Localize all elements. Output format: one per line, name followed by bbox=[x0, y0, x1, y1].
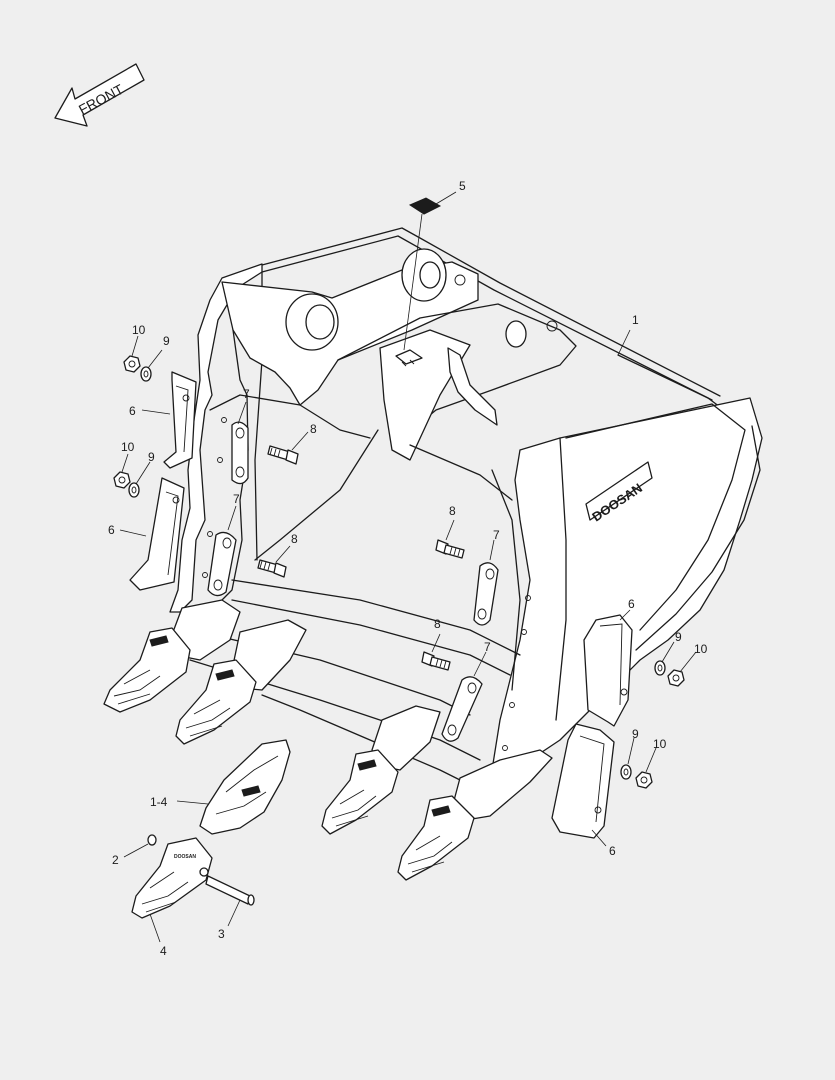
callout-8: 8 bbox=[434, 617, 441, 631]
callouts: 1 5 10 9 6 7 8 10 9 6 7 8 8 7 6 9 10 8 7… bbox=[108, 179, 708, 958]
callout-9: 9 bbox=[632, 727, 639, 741]
callout-9: 9 bbox=[148, 450, 155, 464]
front-arrow: FRONT bbox=[54, 63, 145, 127]
link-plate-lower-left bbox=[207, 531, 237, 597]
tooth-2 bbox=[175, 619, 307, 745]
callout-10: 10 bbox=[653, 737, 667, 751]
nut-lower-right bbox=[635, 771, 653, 789]
link-plate-upper-left bbox=[231, 421, 249, 485]
adapter-exploded bbox=[199, 739, 291, 835]
bolt-lower-right bbox=[421, 651, 451, 671]
callout-8: 8 bbox=[291, 532, 298, 546]
link-plate-upper-right bbox=[473, 562, 499, 626]
side-cutter-lower-left bbox=[129, 477, 185, 591]
tooth-point-exploded: DOOSAN bbox=[131, 837, 213, 919]
callout-7: 7 bbox=[484, 640, 491, 654]
nut-upper-left bbox=[123, 355, 141, 373]
nut-upper-right bbox=[667, 669, 685, 687]
washer-upper-right bbox=[654, 660, 666, 676]
callout-2: 2 bbox=[112, 853, 119, 867]
callout-10: 10 bbox=[121, 440, 135, 454]
callout-7: 7 bbox=[243, 387, 250, 401]
bolt-lower-left bbox=[257, 559, 287, 578]
washer-lower-left bbox=[128, 482, 140, 498]
callout-8: 8 bbox=[310, 422, 317, 436]
callout-4: 4 bbox=[160, 944, 167, 958]
retainer-ring bbox=[147, 834, 157, 846]
tooth-3 bbox=[321, 705, 441, 835]
tooth-pin bbox=[205, 875, 255, 906]
callout-10: 10 bbox=[132, 323, 146, 337]
callout-3: 3 bbox=[218, 927, 225, 941]
svg-text:DOOSAN: DOOSAN bbox=[174, 854, 196, 860]
callout-9: 9 bbox=[675, 630, 682, 644]
washer-lower-right bbox=[620, 764, 632, 780]
callout-7: 7 bbox=[233, 492, 240, 506]
callout-6: 6 bbox=[108, 523, 115, 537]
decal-plate bbox=[395, 197, 442, 367]
callout-8: 8 bbox=[449, 504, 456, 518]
callout-1: 1 bbox=[632, 313, 639, 327]
callout-9: 9 bbox=[163, 334, 170, 348]
side-cutter-lower-right bbox=[551, 723, 615, 839]
callout-10: 10 bbox=[694, 642, 708, 656]
bolt-upper-left bbox=[267, 445, 299, 465]
callout-1-4: 1-4 bbox=[150, 795, 168, 809]
tooth-point-marking: DOOSAN bbox=[174, 854, 196, 860]
callout-5: 5 bbox=[459, 179, 466, 193]
callout-6: 6 bbox=[628, 597, 635, 611]
bucket-body: DOOSAN bbox=[169, 227, 763, 791]
tooth-4 bbox=[397, 749, 553, 881]
link-plate-lower-right bbox=[441, 676, 483, 742]
tooth-1 bbox=[103, 599, 241, 713]
callout-6: 6 bbox=[609, 844, 616, 858]
callout-7: 7 bbox=[493, 528, 500, 542]
side-cutter-upper-right bbox=[583, 614, 633, 727]
side-cutter-upper-left bbox=[163, 371, 197, 469]
nut-lower-left bbox=[113, 471, 131, 489]
leader-lines bbox=[119, 191, 697, 943]
bolt-upper-right bbox=[435, 539, 465, 559]
callout-6: 6 bbox=[129, 404, 136, 418]
washer-upper-left bbox=[140, 366, 152, 382]
